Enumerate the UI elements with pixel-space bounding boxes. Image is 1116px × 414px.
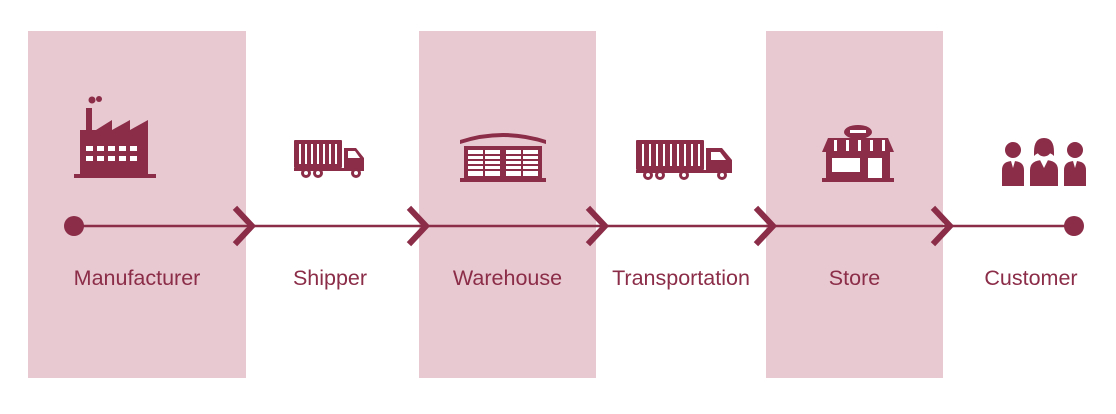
chevron-right-icon	[585, 205, 610, 247]
customers-icon	[1002, 138, 1086, 186]
store-band	[766, 31, 943, 378]
store-icon	[822, 125, 894, 182]
semi-truck-icon	[636, 140, 732, 180]
stage-label-transportation: Transportation	[612, 266, 750, 290]
stage-label-warehouse: Warehouse	[452, 266, 563, 290]
stage-label-shipper: Shipper	[292, 266, 368, 290]
chevron-right-icon	[406, 205, 431, 247]
chevron-right-icon	[930, 205, 955, 247]
chevron-right-icon	[753, 205, 778, 247]
factory-icon	[74, 96, 156, 178]
truck-icon	[294, 140, 364, 178]
stage-label-manufacturer: Manufacturer	[73, 266, 201, 290]
end-dot	[1064, 216, 1084, 236]
warehouse-icon	[460, 133, 546, 182]
stage-label-store: Store	[828, 266, 881, 290]
stage-label-customer: Customer	[984, 266, 1078, 290]
chevron-right-icon	[232, 205, 257, 247]
start-dot	[64, 216, 84, 236]
manufacturer-band	[28, 31, 246, 378]
warehouse-band	[419, 31, 596, 378]
